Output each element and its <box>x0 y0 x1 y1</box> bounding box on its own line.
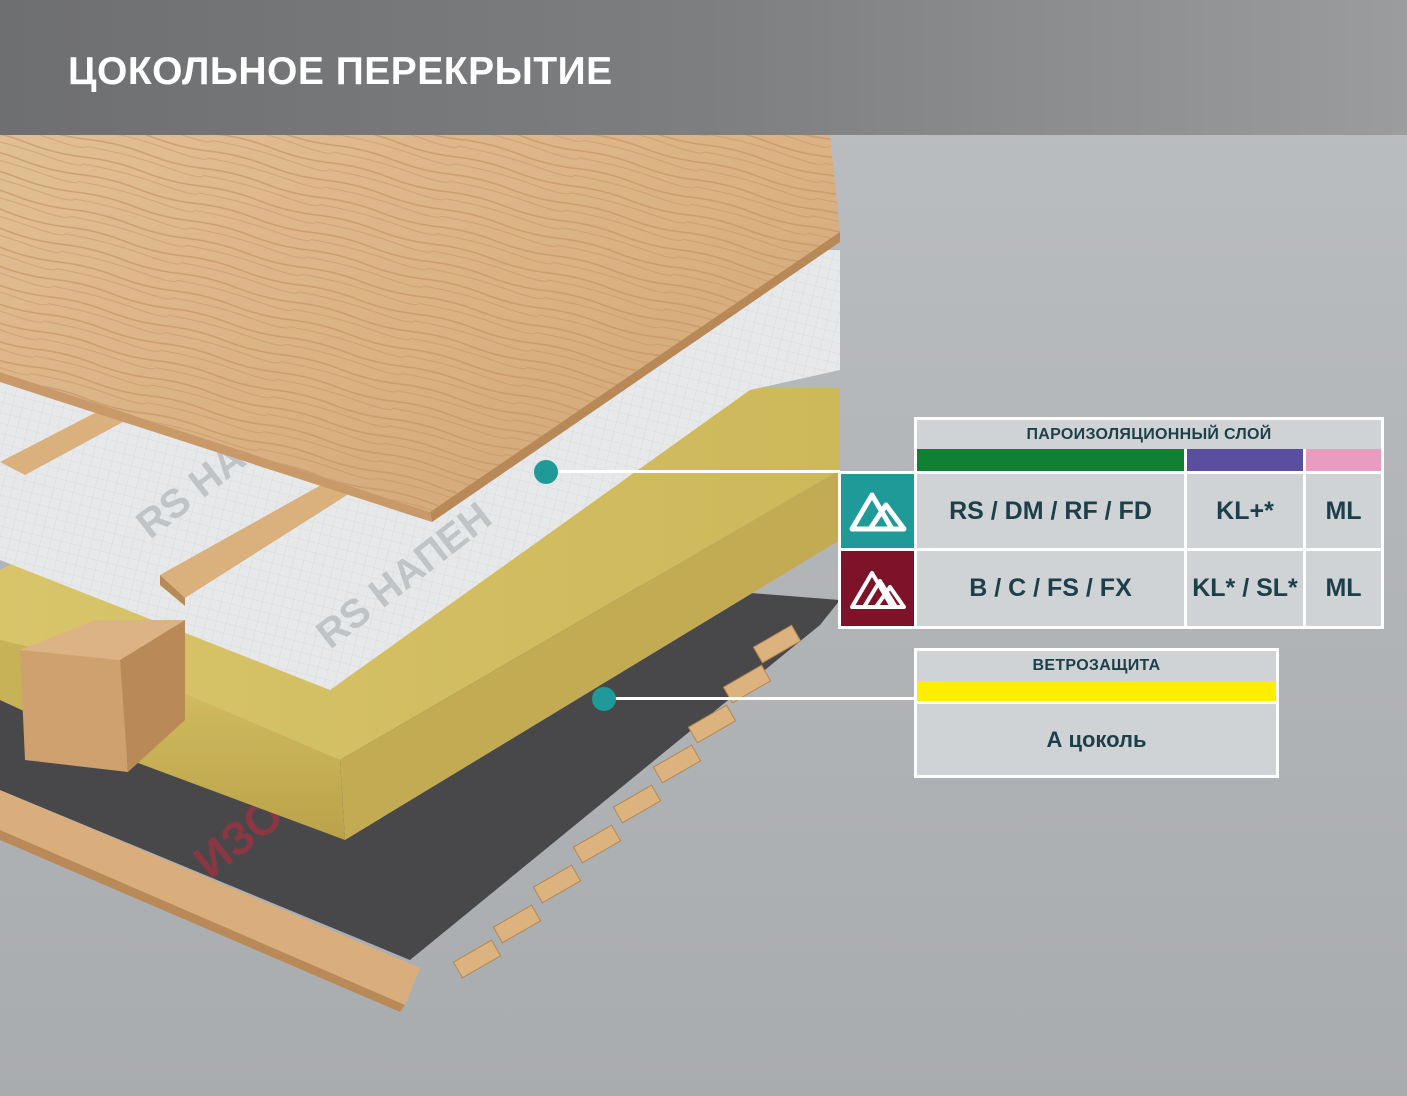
stripe-pink <box>1306 449 1381 471</box>
page-title: ЦОКОЛЬНОЕ ПЕРЕКРЫТИЕ <box>68 50 613 93</box>
header-bar: ЦОКОЛЬНОЕ ПЕРЕКРЫТИЕ <box>0 0 1407 135</box>
wind-panel-title: ВЕТРОЗАЩИТА <box>917 651 1276 681</box>
connector-line-wind <box>604 697 920 700</box>
windproof-panel: ВЕТРОЗАЩИТА А цоколь <box>914 648 1279 778</box>
vapor-row2-cell1: B / C / FS / FX <box>917 551 1184 626</box>
vapor-barrier-panel: ПАРОИЗОЛЯЦИОННЫЙ СЛОЙ RS / DM / RF / FD … <box>914 417 1384 629</box>
marker-dot-wind <box>592 687 616 711</box>
marker-dot-vapor <box>534 460 558 484</box>
red-mountain-logo <box>838 548 917 629</box>
teal-mountain-logo <box>838 471 917 551</box>
connector-line-vapor <box>546 470 840 473</box>
vapor-row2-cell2: KL* / SL* <box>1187 551 1303 626</box>
vapor-row1-cell2: KL+* <box>1187 474 1303 548</box>
mountain-icon <box>849 492 906 532</box>
stripe-yellow <box>917 681 1276 701</box>
wind-panel-value: А цоколь <box>917 704 1276 775</box>
vapor-row1-cell3: ML <box>1306 474 1381 548</box>
stripe-green <box>917 449 1184 471</box>
vapor-panel-title: ПАРОИЗОЛЯЦИОННЫЙ СЛОЙ <box>914 417 1384 449</box>
mountain-icon <box>849 570 906 609</box>
vapor-row1-cell1: RS / DM / RF / FD <box>917 474 1184 548</box>
stripe-purple <box>1187 449 1303 471</box>
vapor-row2-cell3: ML <box>1306 551 1381 626</box>
